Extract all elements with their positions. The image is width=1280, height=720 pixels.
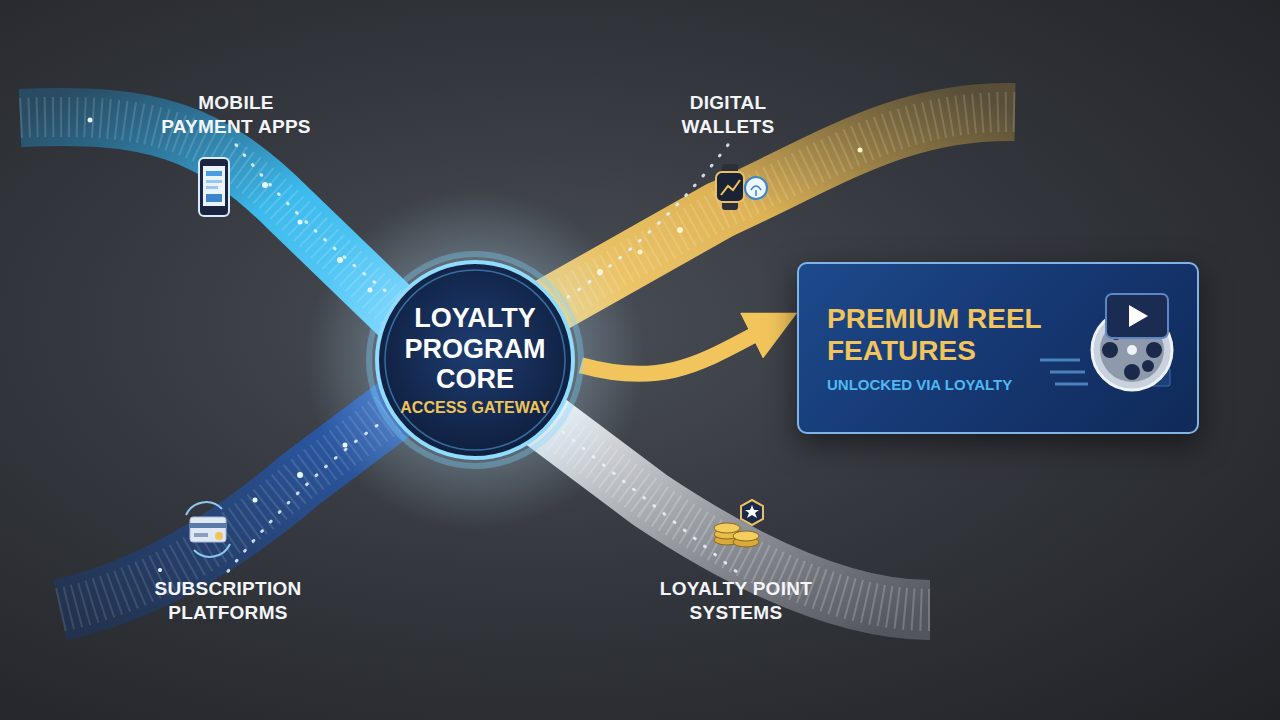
node-title: LOYALTY POINT SYSTEMS [641, 577, 831, 625]
node-title: DIGITAL WALLETS [643, 91, 813, 139]
flow-connector [557, 427, 736, 571]
node-title: SUBSCRIPTION PLATFORMS [123, 577, 333, 625]
flow-connector [228, 419, 387, 571]
phone-icon [199, 158, 229, 216]
feature-box: PREMIUM REEL FEATURES UNLOCKED VIA LOYALT… [797, 262, 1199, 434]
film-reel-icon [1040, 294, 1172, 390]
core-circle: LOYALTY PROGRAM CORE ACCESS GATEWAY [375, 260, 575, 460]
node-title: PREMIUM REEL FEATURES [827, 303, 1097, 366]
node-title: LOYALTY PROGRAM CORE [390, 303, 560, 395]
node-title: MOBILE PAYMENT APPS [151, 91, 321, 139]
node-subtitle: ACCESS GATEWAY [400, 399, 549, 417]
flow-connector [563, 145, 728, 301]
coins-icon [714, 500, 763, 547]
unlock-arrow [581, 322, 779, 374]
source-label: SUBSCRIPTION PLATFORMS [123, 577, 333, 625]
source-label: LOYALTY POINT SYSTEMS [641, 577, 831, 625]
card-icon [186, 502, 230, 557]
node-subtitle: UNLOCKED VIA LOYALTY [827, 376, 1087, 393]
source-label: DIGITAL WALLETS [643, 91, 813, 139]
flow-connector [236, 145, 391, 296]
watch-icon [716, 164, 767, 210]
source-label: MOBILE PAYMENT APPS [151, 91, 321, 139]
